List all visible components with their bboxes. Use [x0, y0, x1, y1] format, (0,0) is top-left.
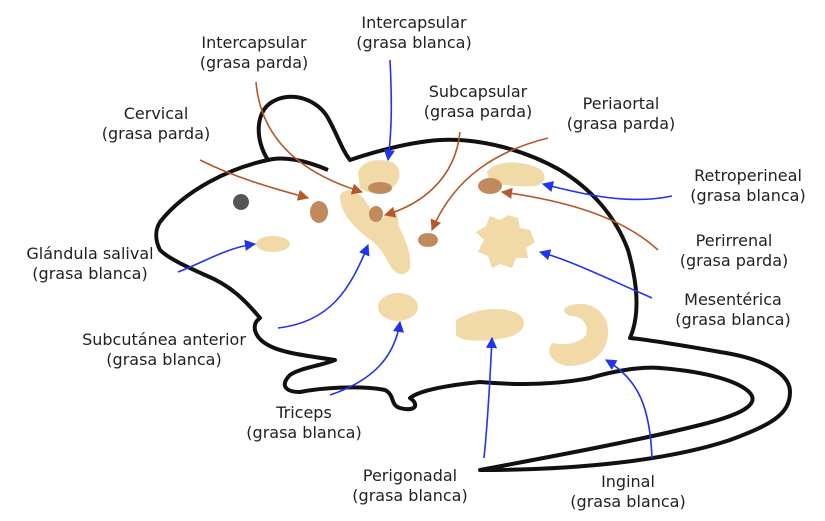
perirenal-depot	[478, 178, 502, 194]
intercapsular-brown-depot	[368, 182, 392, 194]
periaortal-depot	[418, 233, 438, 247]
label-triceps: Triceps(grasa blanca)	[228, 403, 380, 443]
label-intercapsular-white: Intercapsular(grasa blanca)	[338, 13, 490, 53]
label-salivary-gland: Glándula salival(grasa blanca)	[5, 244, 175, 284]
label-inguinal: Inginal(grasa blanca)	[548, 472, 708, 512]
label-intercapsular-brown: Intercapsular(grasa parda)	[178, 33, 330, 73]
label-cervical: Cervical(grasa parda)	[83, 104, 229, 144]
label-periaortal: Periaortal(grasa parda)	[548, 94, 694, 134]
mouse-eye	[233, 194, 249, 210]
label-perigonadal: Perigonadal(grasa blanca)	[330, 466, 490, 506]
label-mesenteric: Mesentérica(grasa blanca)	[652, 290, 814, 330]
label-retroperineal: Retroperineal(grasa blanca)	[672, 166, 824, 206]
cervical-depot	[310, 201, 328, 223]
salivary-gland-depot	[256, 236, 290, 252]
intercapsular-white-arrow	[388, 60, 391, 160]
label-subcapsular: Subcapsular(grasa parda)	[408, 82, 548, 122]
triceps-depot	[378, 293, 418, 321]
label-perirenal: Perirrenal(grasa parda)	[660, 231, 808, 271]
subcapsular-depot	[369, 206, 383, 222]
label-subcutaneous-anterior: Subcutánea anterior(grasa blanca)	[58, 330, 270, 370]
